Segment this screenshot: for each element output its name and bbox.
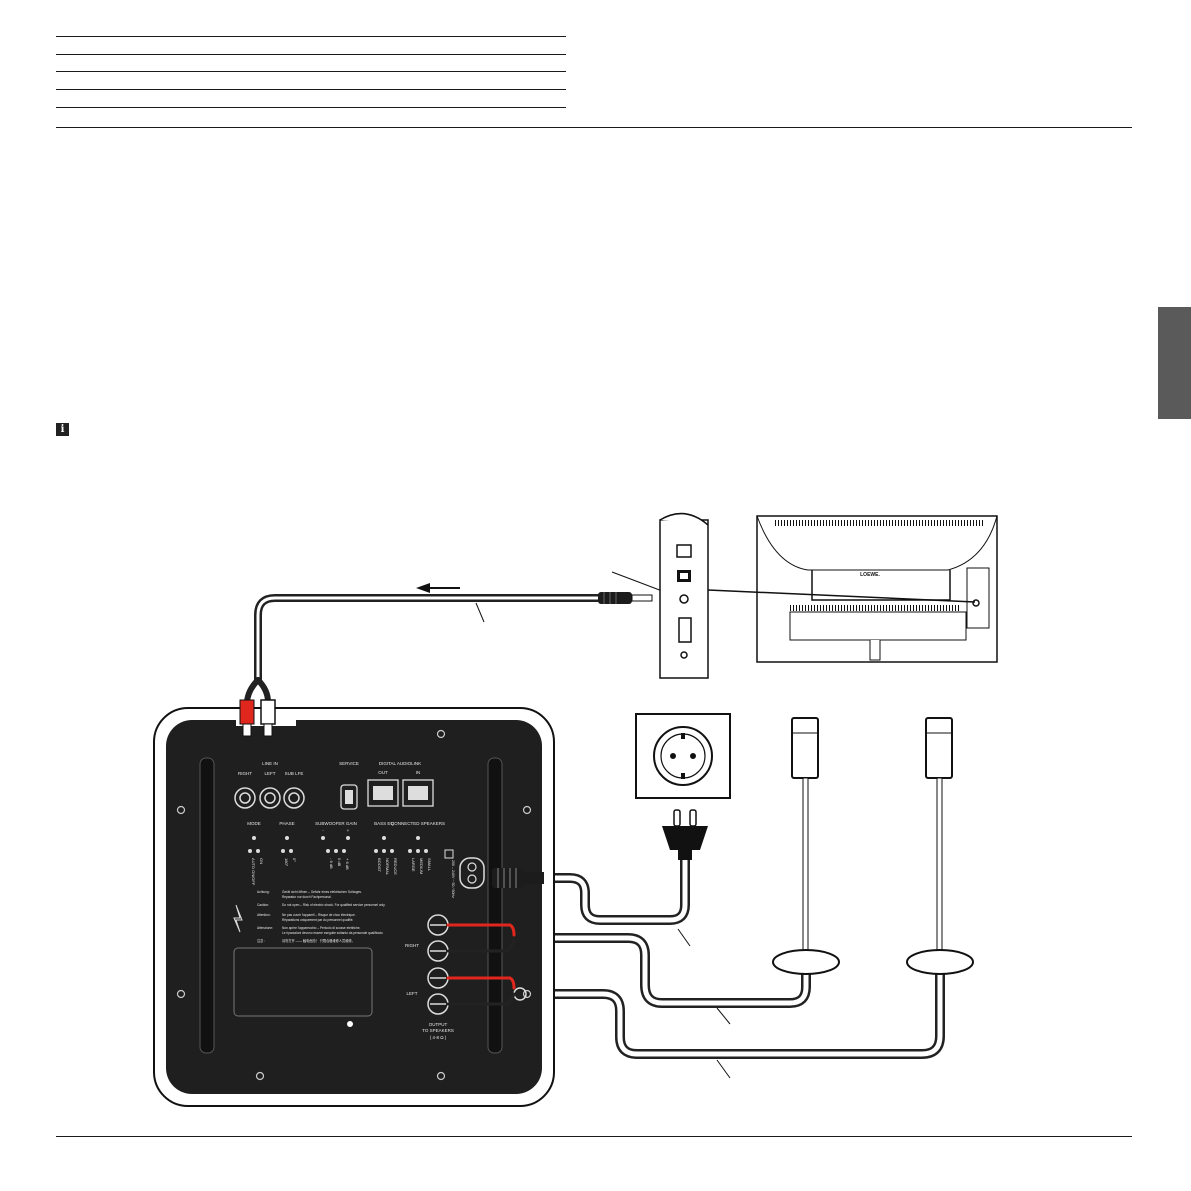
warn-attenzione-text-2: Le riparazioni devono essere eseguite so… <box>282 931 383 935</box>
label-gain-m6: - 6 dB <box>329 858 334 869</box>
warn-attenzione-text: Non aprire l'apparecchio – Pericolo di s… <box>282 926 361 930</box>
warn-cn-text: 请勿打开 —— 触电危险！ 只限合格维修人员维修。 <box>282 938 355 943</box>
label-boost: BOOST <box>377 858 382 873</box>
euro-plug <box>662 809 708 860</box>
jack-plug <box>598 592 653 604</box>
speaker-cable-left <box>515 960 945 1059</box>
label-connected-speakers: CONNECTED SPEAKERS <box>391 821 445 826</box>
header-table-line-2 <box>56 54 566 55</box>
label-phase: PHASE <box>279 821 294 826</box>
label-digital-audiolink: DIGITAL AUDIOLINK <box>379 761 421 766</box>
signal-direction-arrow <box>416 583 460 593</box>
header-table-line-1 <box>56 36 566 37</box>
warn-caution-label: Caution: <box>257 903 269 907</box>
warn-cn-label: 注意： <box>257 938 267 943</box>
rca-plug-red <box>239 699 255 737</box>
speaker-right <box>772 717 840 975</box>
label-in: IN <box>416 770 421 775</box>
warn-attention-text-2: Réparations uniquement par du personnel … <box>282 918 354 922</box>
rca-plug-white <box>260 699 276 737</box>
warn-attention-label: Attention: <box>257 913 271 917</box>
label-180: 180° <box>284 858 289 867</box>
label-out: OUT <box>378 770 388 775</box>
label-right: RIGHT <box>238 771 252 776</box>
footer-divider <box>56 1136 1132 1137</box>
label-normal: NORMAL <box>385 858 390 876</box>
info-icon: i <box>56 423 69 436</box>
wall-socket <box>635 713 731 799</box>
label-medium: MEDIUM <box>419 858 424 874</box>
label-mode: MODE <box>247 821 261 826</box>
label-0: 0° <box>292 858 297 862</box>
label-bass-eq: BASS EQ <box>374 821 394 826</box>
label-to-speakers: TO SPEAKERS <box>422 1028 454 1033</box>
label-gain-plus: + <box>347 828 350 833</box>
speaker-left <box>906 717 974 975</box>
label-sub-lfe: SUB LFE <box>285 771 304 776</box>
label-service: SERVICE <box>339 761 359 766</box>
header-divider <box>56 127 1132 128</box>
tv-connector-panel <box>659 512 709 679</box>
label-on: ON <box>259 858 264 864</box>
label-out-right: RIGHT <box>405 943 419 948</box>
warn-attention-text: Ne pas ouvrir l'appareil – Risque de cho… <box>282 913 356 917</box>
label-mains: 200 – 240V ~ 50 / 60Hz <box>451 860 455 898</box>
header-table-line-4 <box>56 89 566 90</box>
warn-achtung-text: Gerät nicht öffnen – Gefahr eines elektr… <box>282 890 362 894</box>
warn-achtung-label: Achtung: <box>257 890 270 894</box>
warn-caution-text: Do not open – Risk of electric shock. Fo… <box>282 903 386 907</box>
warn-achtung-text-2: Reparatur nur durch Fachpersonal. <box>282 895 332 899</box>
tv-brand-label: LOEWE. <box>860 572 880 578</box>
label-auto-on-off: AUTO ON/OFF <box>251 858 256 886</box>
audio-cable <box>254 594 604 684</box>
header-table-line-3 <box>56 71 566 72</box>
subwoofer-panel <box>153 707 555 1107</box>
language-side-tab <box>1158 307 1191 419</box>
tv-rear-view: LOEWE. <box>756 515 998 663</box>
label-gain-0: 0 dB <box>337 858 342 867</box>
label-reduce: REDUCE <box>393 858 398 875</box>
label-gain-p6: + 6 dB <box>345 858 350 870</box>
label-output: OUTPUT <box>429 1022 448 1027</box>
power-plug-subwoofer <box>492 868 544 888</box>
label-subwoofer-gain: SUBWOOFER GAIN <box>315 821 357 826</box>
label-left: LEFT <box>264 771 275 776</box>
label-line-in: LINE IN <box>262 761 278 766</box>
header-table-line-5 <box>56 107 566 108</box>
warn-attenzione-label: Attenzione: <box>257 926 273 930</box>
label-small: SMALL <box>427 858 432 872</box>
label-out-left: LEFT <box>406 991 417 996</box>
power-cable <box>540 853 690 925</box>
label-gain-minus: - <box>322 828 324 833</box>
label-large: LARGE <box>411 858 416 872</box>
label-output-ohm: ( 4-8 Ω ) <box>430 1035 447 1040</box>
